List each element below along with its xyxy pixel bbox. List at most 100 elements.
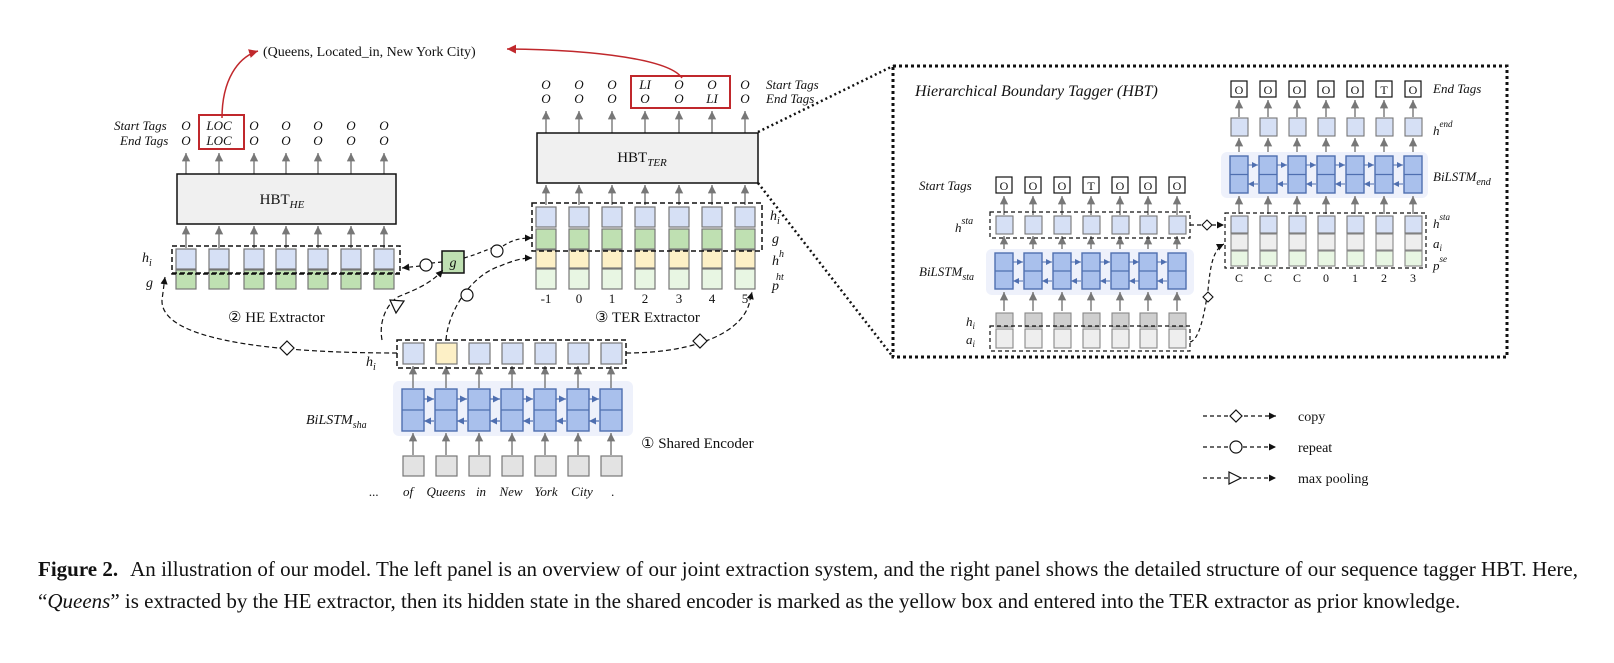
triple-arrow-he [221, 49, 259, 119]
hbt-end-tag: O [1409, 83, 1418, 97]
bilstm-sta-label: BiLSTMsta [919, 264, 974, 283]
hbt-end-tag-box [1288, 80, 1306, 98]
hbt-he-label: HBTHE [260, 192, 305, 211]
hbt-concat-hsta-cell [1259, 215, 1278, 234]
ter-g-cell [535, 228, 557, 250]
hbt-hend-cell [1346, 117, 1365, 137]
repeat-symbol-yellow [460, 288, 474, 302]
ter-pht-cell [568, 268, 590, 290]
hbt-hi-cell [995, 312, 1014, 328]
hbt-end-tag: O [1322, 83, 1331, 97]
hbt-hi-cell [1053, 312, 1072, 328]
ter-hi-cell [701, 206, 723, 228]
hbt-end-tag-box [1259, 80, 1277, 98]
shared-hi-cell [534, 342, 557, 365]
hbt-concat-pse-cell [1317, 250, 1336, 267]
ter-end-tag: LI [705, 91, 718, 106]
he-hi-cell [208, 248, 230, 270]
hbt-copy-ai [1189, 243, 1225, 343]
hbt-hsta-cell [1111, 215, 1130, 235]
hbt-start-tags-label: Start Tags [919, 178, 972, 193]
hbt-concat-ai-cell [1230, 233, 1249, 251]
caption-italic: Queens [47, 589, 111, 613]
hbt-end-tag: O [1264, 83, 1273, 97]
ter-hi-cell [734, 206, 756, 228]
shared-cells-dash-box [396, 339, 627, 369]
ter-g-cell [568, 228, 590, 250]
legend-repeat-icon [1229, 440, 1243, 454]
hbt-concat-hsta-cell [1230, 215, 1249, 234]
he-g-label: g [146, 276, 153, 291]
hbt-input-dash-box [989, 325, 1191, 352]
hbt-hi-cell [1024, 312, 1043, 328]
input-embedding-cell [534, 455, 557, 477]
shared-hi-cell-queens [435, 342, 458, 365]
hbt-concat-pse-cell [1346, 250, 1365, 267]
hbt-concat-dash-box [1224, 212, 1427, 269]
hbt-end-tags-label: End Tags [1432, 81, 1481, 96]
hbt-end-tag-box [1404, 80, 1422, 98]
bilstm-end-cells [1229, 155, 1423, 194]
hbt-hi-cell [1082, 312, 1101, 328]
hbt-copy-symbol-sta [1201, 219, 1213, 231]
ter-end-tag: O [541, 91, 551, 106]
ter-hi-cell [601, 206, 623, 228]
hbt-start-tag-box [1053, 176, 1071, 194]
he-hi-cell [275, 248, 297, 270]
input-embedding-cell [501, 455, 524, 477]
hbt-position-code: C [1293, 271, 1301, 285]
ter-position-id: 4 [709, 291, 716, 306]
copy-symbol-he [279, 340, 295, 356]
hbt-ai-label: ai [966, 332, 976, 349]
shared-hi-cell [600, 342, 623, 365]
ter-pht-cell [734, 268, 756, 290]
bilstm-sha-cells [401, 388, 623, 432]
he-start-tag: O [281, 118, 291, 133]
ter-hh-cell [601, 249, 623, 269]
hbt-hend-cell [1375, 117, 1394, 137]
ter-pht-cell [535, 268, 557, 290]
hbt-start-tag: O [1058, 179, 1067, 193]
hbt-end-tag-box [1317, 80, 1335, 98]
hbt-he-box [176, 173, 397, 225]
input-embedding-cells [402, 433, 623, 477]
repeat-symbol-g-ter [490, 244, 504, 258]
figure-caption: Figure 2.An illustration of our model. T… [38, 553, 1578, 617]
hbt-ai-cell [1111, 328, 1130, 349]
hbt-ter-label: HBTTER [617, 150, 667, 169]
hbt-concat-ai-cell [1346, 233, 1365, 251]
ter-end-tag: O [674, 91, 684, 106]
legend-repeat-label: repeat [1298, 441, 1332, 456]
input-token: in [476, 484, 486, 499]
ter-end-tag: O [640, 91, 650, 106]
ter-start-tag: O [541, 77, 551, 92]
hbt-ai-cell [1139, 328, 1158, 349]
he-hi-cell [340, 248, 362, 270]
hbt-start-tag: O [1000, 179, 1009, 193]
ter-start-tag: O [607, 77, 617, 92]
hbt-hsta-right-label: hsta [1433, 212, 1451, 231]
hbt-input-cells [995, 292, 1187, 349]
ter-extractor-label: ③ TER Extractor [595, 310, 700, 326]
legend-maxpool-icon [1228, 471, 1243, 485]
ter-hi-label: hi [770, 209, 780, 227]
hbt-ai-cell [1053, 328, 1072, 349]
hbt-hend-cell [1317, 117, 1336, 137]
ter-hi-cell [568, 206, 590, 228]
hbt-start-tag: O [1144, 179, 1153, 193]
caption-label: Figure 2. [38, 557, 119, 581]
he-hi-label: hi [142, 251, 152, 269]
ter-g-cell [634, 228, 656, 250]
hbt-end-tag: O [1235, 83, 1244, 97]
input-embedding-cell [402, 455, 425, 477]
ter-g-cell [701, 228, 723, 250]
ter-start-tag: O [707, 77, 717, 92]
copy-symbol-ter [692, 333, 708, 349]
hbt-concat-pse-cell [1259, 250, 1278, 267]
he-start-tags-label: Start Tags [114, 118, 167, 133]
hbt-start-tag-box [1111, 176, 1129, 194]
hbt-end-tag: O [1351, 83, 1360, 97]
shared-encoder-label: ① Shared Encoder [641, 436, 754, 452]
he-end-tag: O [249, 133, 259, 148]
